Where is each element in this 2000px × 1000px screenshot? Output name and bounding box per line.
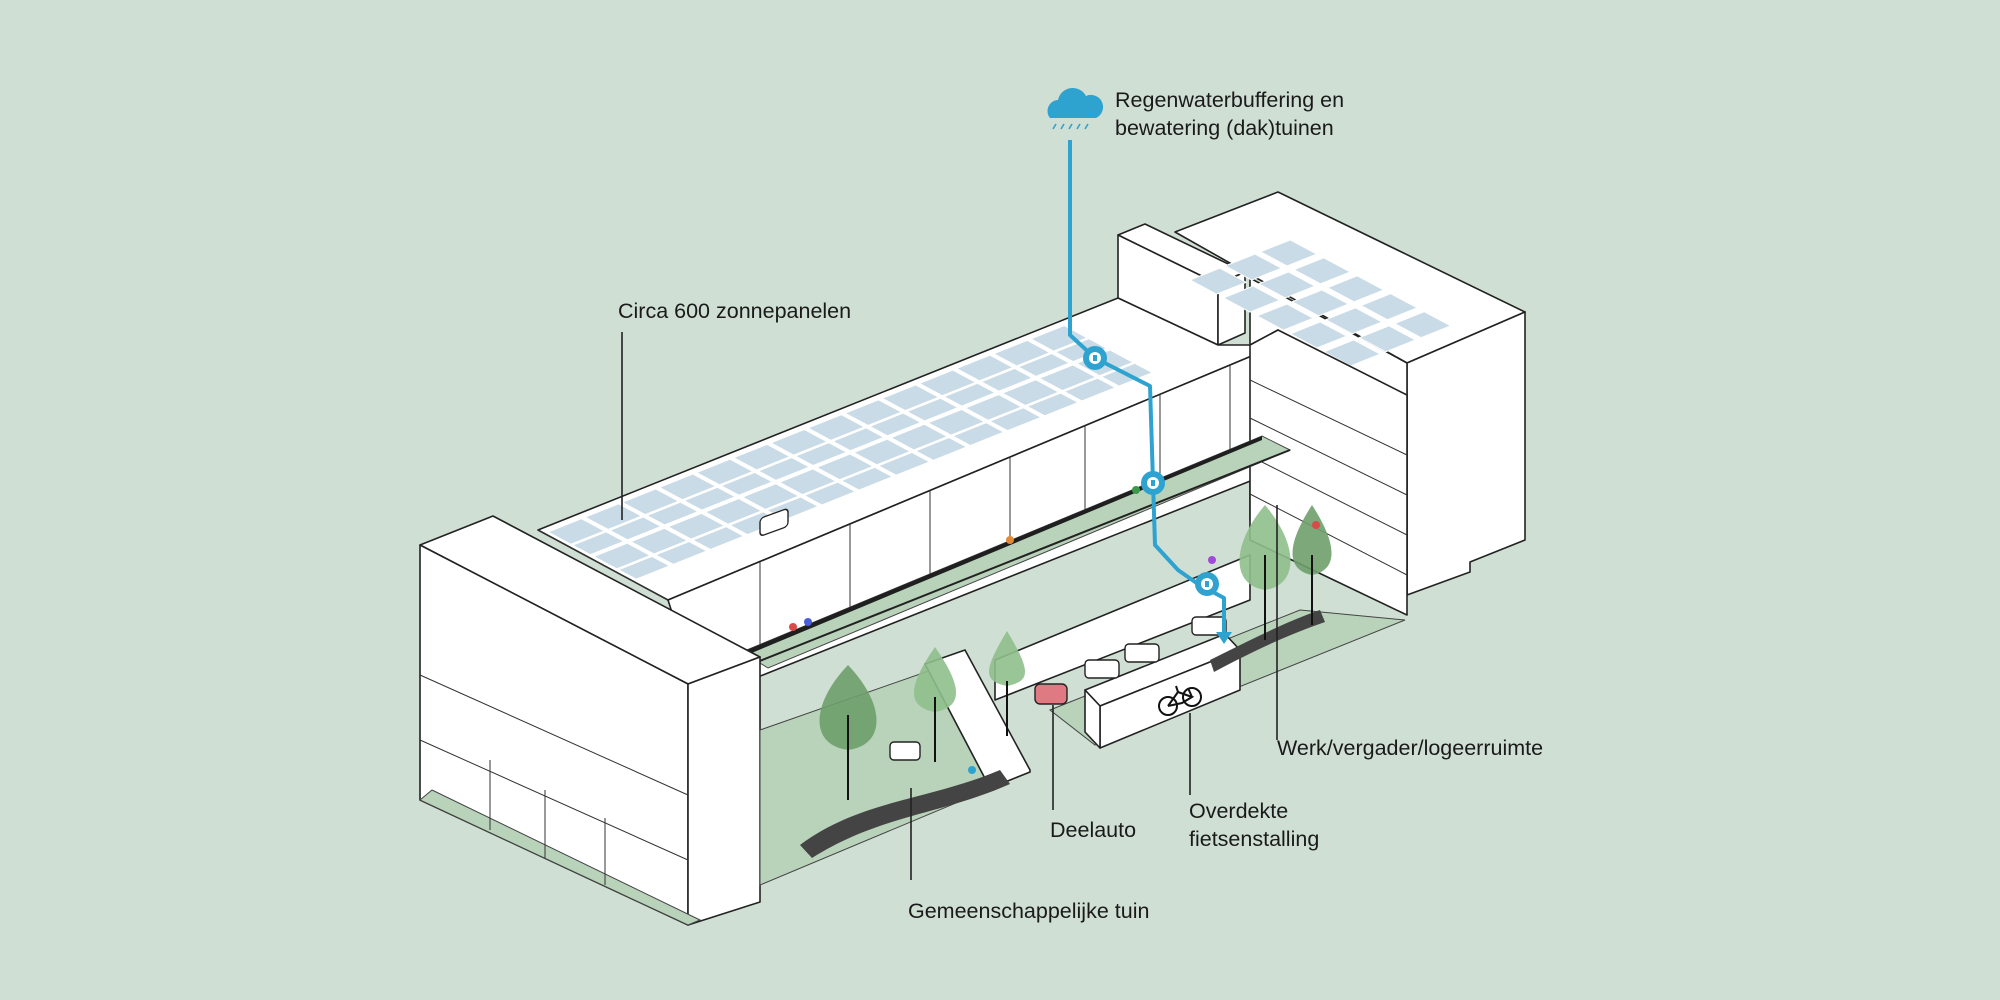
solar-panel [571,531,625,556]
solar-panel [843,399,903,426]
solar-panel [629,527,689,555]
solar-panel [980,367,1034,392]
solar-panel [868,412,923,437]
rainwater-label-line2: bewatering (dak)tuinen [1115,116,1334,140]
solar-panel [617,555,671,580]
solar-panel [955,354,1015,382]
solar-panel [1001,379,1060,406]
tree [914,647,956,762]
solar-panels-label: Circa 600 zonnepanelen [618,299,851,323]
solar-panel [852,438,912,466]
solar-panel [992,339,1052,367]
shared-car [1034,683,1068,705]
roof-box [1117,223,1246,346]
solar-panel [592,542,652,570]
tree [819,665,877,800]
solar-panel [1393,311,1452,339]
tree [989,631,1025,736]
solar-panel [682,486,737,511]
solar-panels [546,239,1452,580]
solar-panel [951,422,1006,447]
cars [759,508,1227,761]
solar-panel [732,443,792,471]
car-3 [1084,659,1120,679]
solar-panel [1017,353,1071,377]
water-valve-icon [1195,572,1219,596]
solar-panel [918,369,977,397]
workspace-label: Werk/vergader/logeerruimte [1277,736,1543,760]
solar-panel [1224,253,1283,281]
solar-panel [654,540,708,565]
solar-panel [1029,324,1089,352]
solar-panel [720,471,774,496]
solar-panel [1063,377,1117,402]
solar-panel [1326,275,1385,303]
solar-panel [769,428,829,456]
solar-panel [1358,325,1417,353]
garden-label: Gemeenschappelijke tuin [908,899,1149,923]
car-2 [889,741,921,761]
left-tower [419,515,761,926]
bike-storage-label-line2: fietsenstalling [1189,827,1319,851]
solar-panel [889,423,949,451]
solar-panel [806,414,866,441]
solar-panel [877,451,931,476]
solar-panel [1257,271,1317,299]
rainwater-system [1047,87,1232,644]
solar-panel [704,498,763,525]
solar-panel [608,516,663,541]
solar-panel [1188,267,1248,295]
solar-panel [794,442,848,467]
solar-panel [905,397,960,422]
water-valve-icon [1083,346,1107,370]
bicycle-icon [1158,685,1202,716]
leader-lines [621,332,1278,880]
solar-panel [645,501,700,526]
solar-panel [1324,307,1384,335]
solar-panel [666,512,726,540]
solar-panel [1222,285,1281,313]
solar-panel [840,466,894,491]
solar-panel [757,457,811,481]
solar-panel [926,408,986,436]
solar-panel [778,468,838,496]
solar-panel [621,488,680,516]
solar-panel [1292,257,1352,285]
shared-car-label: Deelauto [1050,818,1136,842]
solar-panel [1038,364,1098,392]
car-4 [1124,643,1160,663]
solar-panel [1259,239,1318,267]
water-valve-icon [1141,471,1165,495]
solar-panel [815,453,875,481]
solar-panel [658,473,717,501]
car-1 [759,508,789,536]
solar-panel [803,481,857,506]
solar-panel [1255,303,1315,331]
rainwater-label-line1: Regenwaterbuffering en [1115,88,1344,112]
rain-cloud-icon [1047,87,1104,130]
solar-panel [942,382,997,407]
solar-panel [881,384,940,412]
solar-panel [1289,321,1348,349]
solar-panel [741,483,800,510]
solar-panel [964,394,1023,421]
tree [1292,505,1332,625]
solar-panel [583,503,643,530]
solar-panel [546,518,606,545]
solar-panel [988,407,1043,432]
people [789,486,1320,774]
solar-panel [691,526,746,551]
bike-storage-label-line1: Overdekte [1189,799,1288,823]
solar-panel [695,458,755,486]
solar-panel [1359,293,1419,321]
solar-panel [1291,289,1350,317]
solar-panel [831,427,885,452]
solar-panel [914,436,968,461]
solar-panel [1025,392,1080,417]
